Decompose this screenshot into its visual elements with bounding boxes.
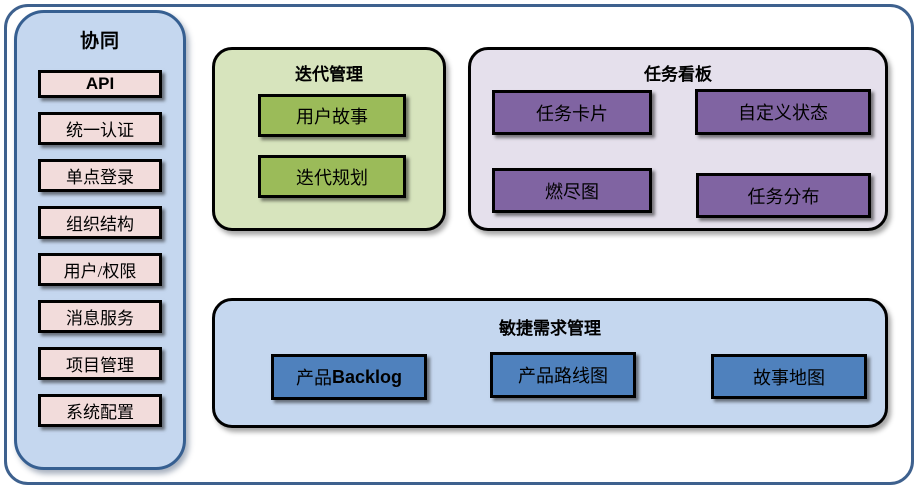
node-story-map: 故事地图	[711, 354, 867, 399]
node-product-roadmap: 产品路线图	[490, 352, 636, 398]
sidebar-item-user-permissions: 用户/权限	[38, 253, 162, 286]
group-title: 敏捷需求管理	[499, 319, 601, 338]
group-title: 迭代管理	[295, 65, 363, 84]
node-task-card: 任务卡片	[492, 90, 652, 135]
node-user-story: 用户故事	[258, 94, 406, 137]
node-burndown-chart: 燃尽图	[492, 168, 652, 213]
sidebar-item-unified-auth: 统一认证	[38, 112, 162, 145]
sidebar-item-project-management: 项目管理	[38, 347, 162, 380]
sidebar-item-single-sign-on: 单点登录	[38, 159, 162, 192]
node-custom-status: 自定义状态	[695, 89, 871, 135]
sidebar-item-system-config: 系统配置	[38, 394, 162, 427]
node-iteration-planning: 迭代规划	[258, 155, 406, 198]
sidebar-item-list: API 统一认证 单点登录 组织结构 用户/权限 消息服务 项目管理 系统配置	[17, 70, 183, 427]
sidebar-item-api: API	[38, 70, 162, 98]
group-task-board: 任务看板 任务卡片 自定义状态 燃尽图 任务分布	[468, 47, 888, 231]
node-task-distribution: 任务分布	[696, 173, 871, 218]
sidebar-collaboration: 协同 API 统一认证 单点登录 组织结构 用户/权限 消息服务 项目管理 系统…	[14, 10, 186, 470]
group-title: 任务看板	[644, 65, 712, 84]
group-iteration-management: 迭代管理 用户故事 迭代规划	[212, 47, 446, 231]
sidebar-item-message-service: 消息服务	[38, 300, 162, 333]
sidebar-item-org-structure: 组织结构	[38, 206, 162, 239]
sidebar-title: 协同	[79, 31, 120, 52]
